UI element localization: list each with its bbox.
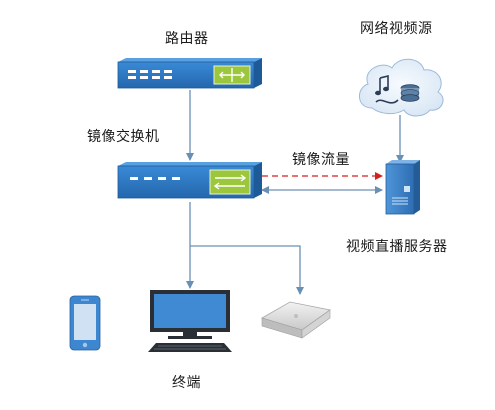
database-icon: [400, 84, 420, 102]
smartphone-icon: [69, 295, 101, 351]
terminal-label: 终端: [172, 375, 201, 391]
desktop-computer-icon: [148, 290, 232, 352]
mirror-switch-label: 镜像交换机: [87, 129, 160, 145]
video-source-label: 网络视频源: [360, 21, 433, 37]
switch-icon: [117, 162, 262, 199]
link-switch-to-access-point: [190, 245, 304, 295]
router-label: 路由器: [165, 31, 209, 47]
server-icon: [385, 160, 420, 215]
router-icon: [117, 58, 262, 89]
links: [186, 90, 404, 295]
cloud-video-source-icon: [359, 58, 444, 117]
wireless-access-point-icon: [260, 301, 331, 339]
video-server-label: 视频直播服务器: [346, 239, 448, 255]
mirror-traffic-label: 镜像流量: [292, 152, 350, 168]
